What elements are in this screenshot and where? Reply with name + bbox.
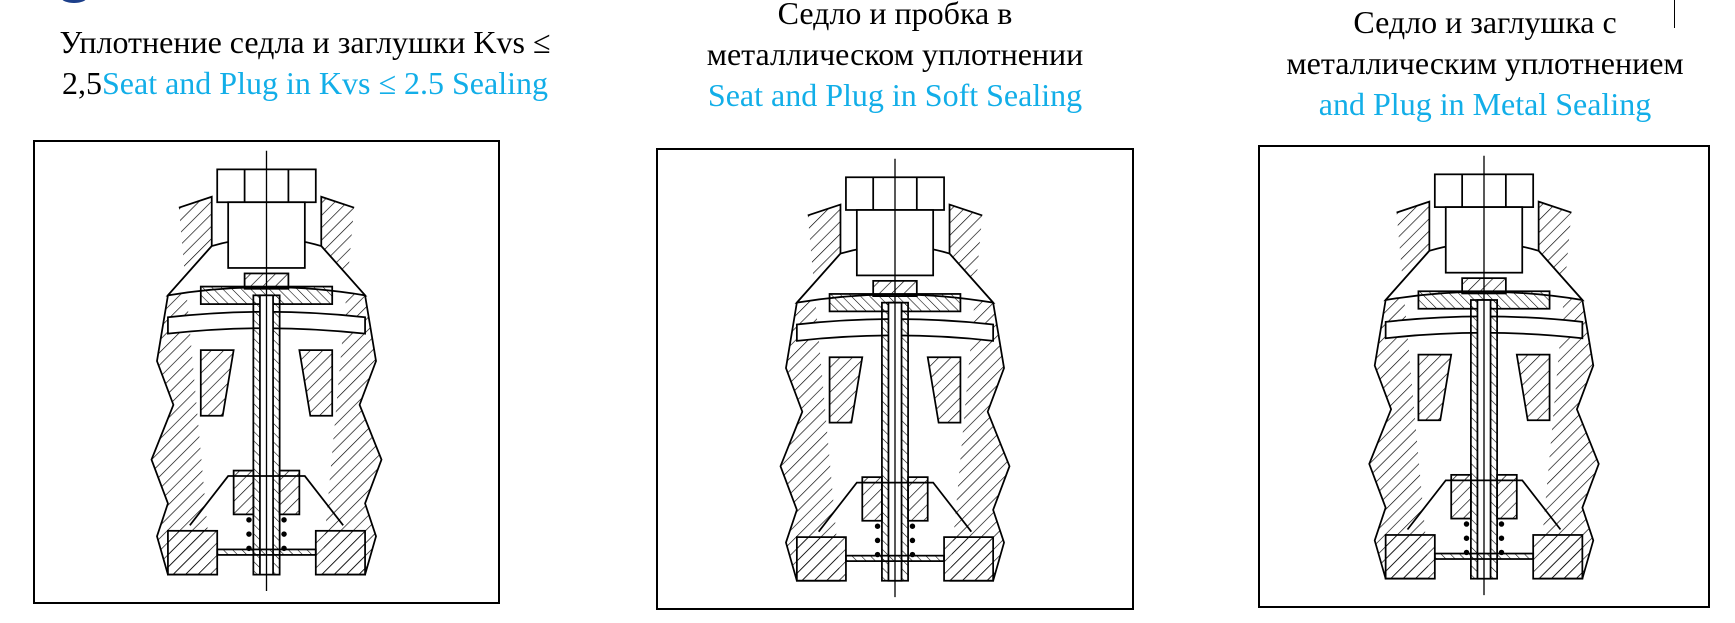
figure-1-title-ru-line1: Уплотнение седла и заглушки Kvs ≤ [59, 24, 551, 60]
figure-3-drawing [1258, 145, 1710, 608]
divider-line [1674, 0, 1675, 28]
figure-1-drawing [33, 140, 500, 604]
valve-seat-plug-kvs-drawing [35, 142, 498, 602]
figure-1-title-en: Seat and Plug in Kvs ≤ 2.5 Sealing [102, 65, 548, 101]
figure-2-caption: Седло и пробка в металлическом уплотнени… [595, 0, 1195, 116]
valve-metal-sealing-drawing [1260, 147, 1708, 606]
figure-1-caption: Уплотнение седла и заглушки Kvs ≤ 2,5Sea… [5, 22, 605, 104]
figure-2-title-ru-line2: металлическом уплотнении [706, 36, 1084, 72]
figure-2-title-ru-line1: Седло и пробка в [777, 0, 1013, 31]
figure-3-title-ru-line1: Седло и заглушка с [1353, 4, 1617, 40]
figure-1-title-ru-line2: 2,5 [62, 65, 102, 101]
figure-2-drawing [656, 148, 1134, 610]
figure-3-title-ru-line2: металлическим уплотнением [1286, 45, 1684, 81]
valve-soft-sealing-drawing [658, 150, 1132, 608]
figure-2-title-en: Seat and Plug in Soft Sealing [707, 77, 1083, 113]
figure-3-title-en: and Plug in Metal Sealing [1318, 86, 1652, 122]
logo-fragment [62, 0, 86, 3]
figure-3-caption: Седло и заглушка с металлическим уплотне… [1185, 2, 1735, 125]
